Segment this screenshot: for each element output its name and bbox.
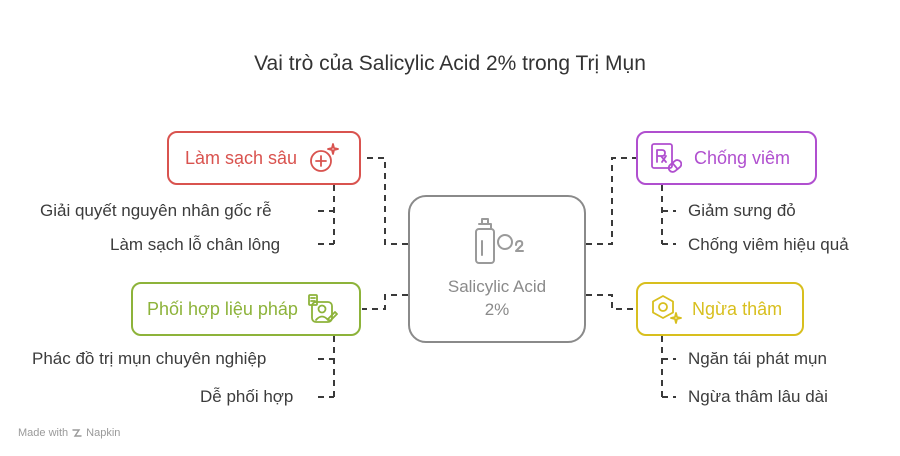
category-label: Phối hợp liệu pháp xyxy=(147,298,298,319)
plus-sparkle-icon xyxy=(309,143,339,173)
connector-lam-sach-sau xyxy=(362,157,408,245)
center-label-line2: 2% xyxy=(484,300,510,319)
list-item: Dễ phối hợp xyxy=(200,387,294,406)
center-label-line1: Salicylic Acid xyxy=(447,277,547,296)
connector-chong-viem xyxy=(586,157,637,245)
category-label: Ngừa thâm xyxy=(692,298,783,319)
list-item: Làm sạch lỗ chân lông xyxy=(110,235,281,254)
made-with-label: Made with xyxy=(18,427,69,439)
category-phoi-hop-lieu-phap: Phối hợp liệu pháp xyxy=(131,282,361,336)
napkin-brand-label: Napkin xyxy=(86,427,121,439)
diagram-title: Vai trò của Salicylic Acid 2% trong Trị … xyxy=(254,52,646,75)
list-item: Phác đồ trị mụn chuyên nghiệp xyxy=(32,349,267,368)
person-treatment-icon xyxy=(306,293,338,325)
list-item: Ngừa thâm lâu dài xyxy=(688,387,828,406)
category-lam-sach-sau: Làm sạch sâu xyxy=(167,131,361,185)
bottle-o2-icon xyxy=(474,217,526,272)
category-ngua-tham: Ngừa thâm xyxy=(636,282,804,336)
category-chong-viem: Chống viêm xyxy=(636,131,817,185)
connector-phoi-hop xyxy=(362,294,408,310)
list-item: Ngăn tái phát mụn xyxy=(688,349,827,368)
prescription-pill-icon xyxy=(650,142,682,174)
category-label: Làm sạch sâu xyxy=(185,147,298,168)
list-item: Chống viêm hiệu quả xyxy=(688,235,849,254)
list-item: Giải quyết nguyên nhân gốc rễ xyxy=(40,201,272,220)
list-item: Giảm sưng đỏ xyxy=(688,201,796,220)
center-label: Salicylic Acid 2% xyxy=(410,275,584,321)
hexagon-sparkle-icon xyxy=(650,293,682,325)
category-label: Chống viêm xyxy=(694,147,791,168)
napkin-logo-icon xyxy=(72,428,82,438)
footer-watermark: Made with Napkin xyxy=(18,427,120,439)
connector-ngua-tham xyxy=(586,294,637,310)
center-node: Salicylic Acid 2% xyxy=(408,195,586,343)
